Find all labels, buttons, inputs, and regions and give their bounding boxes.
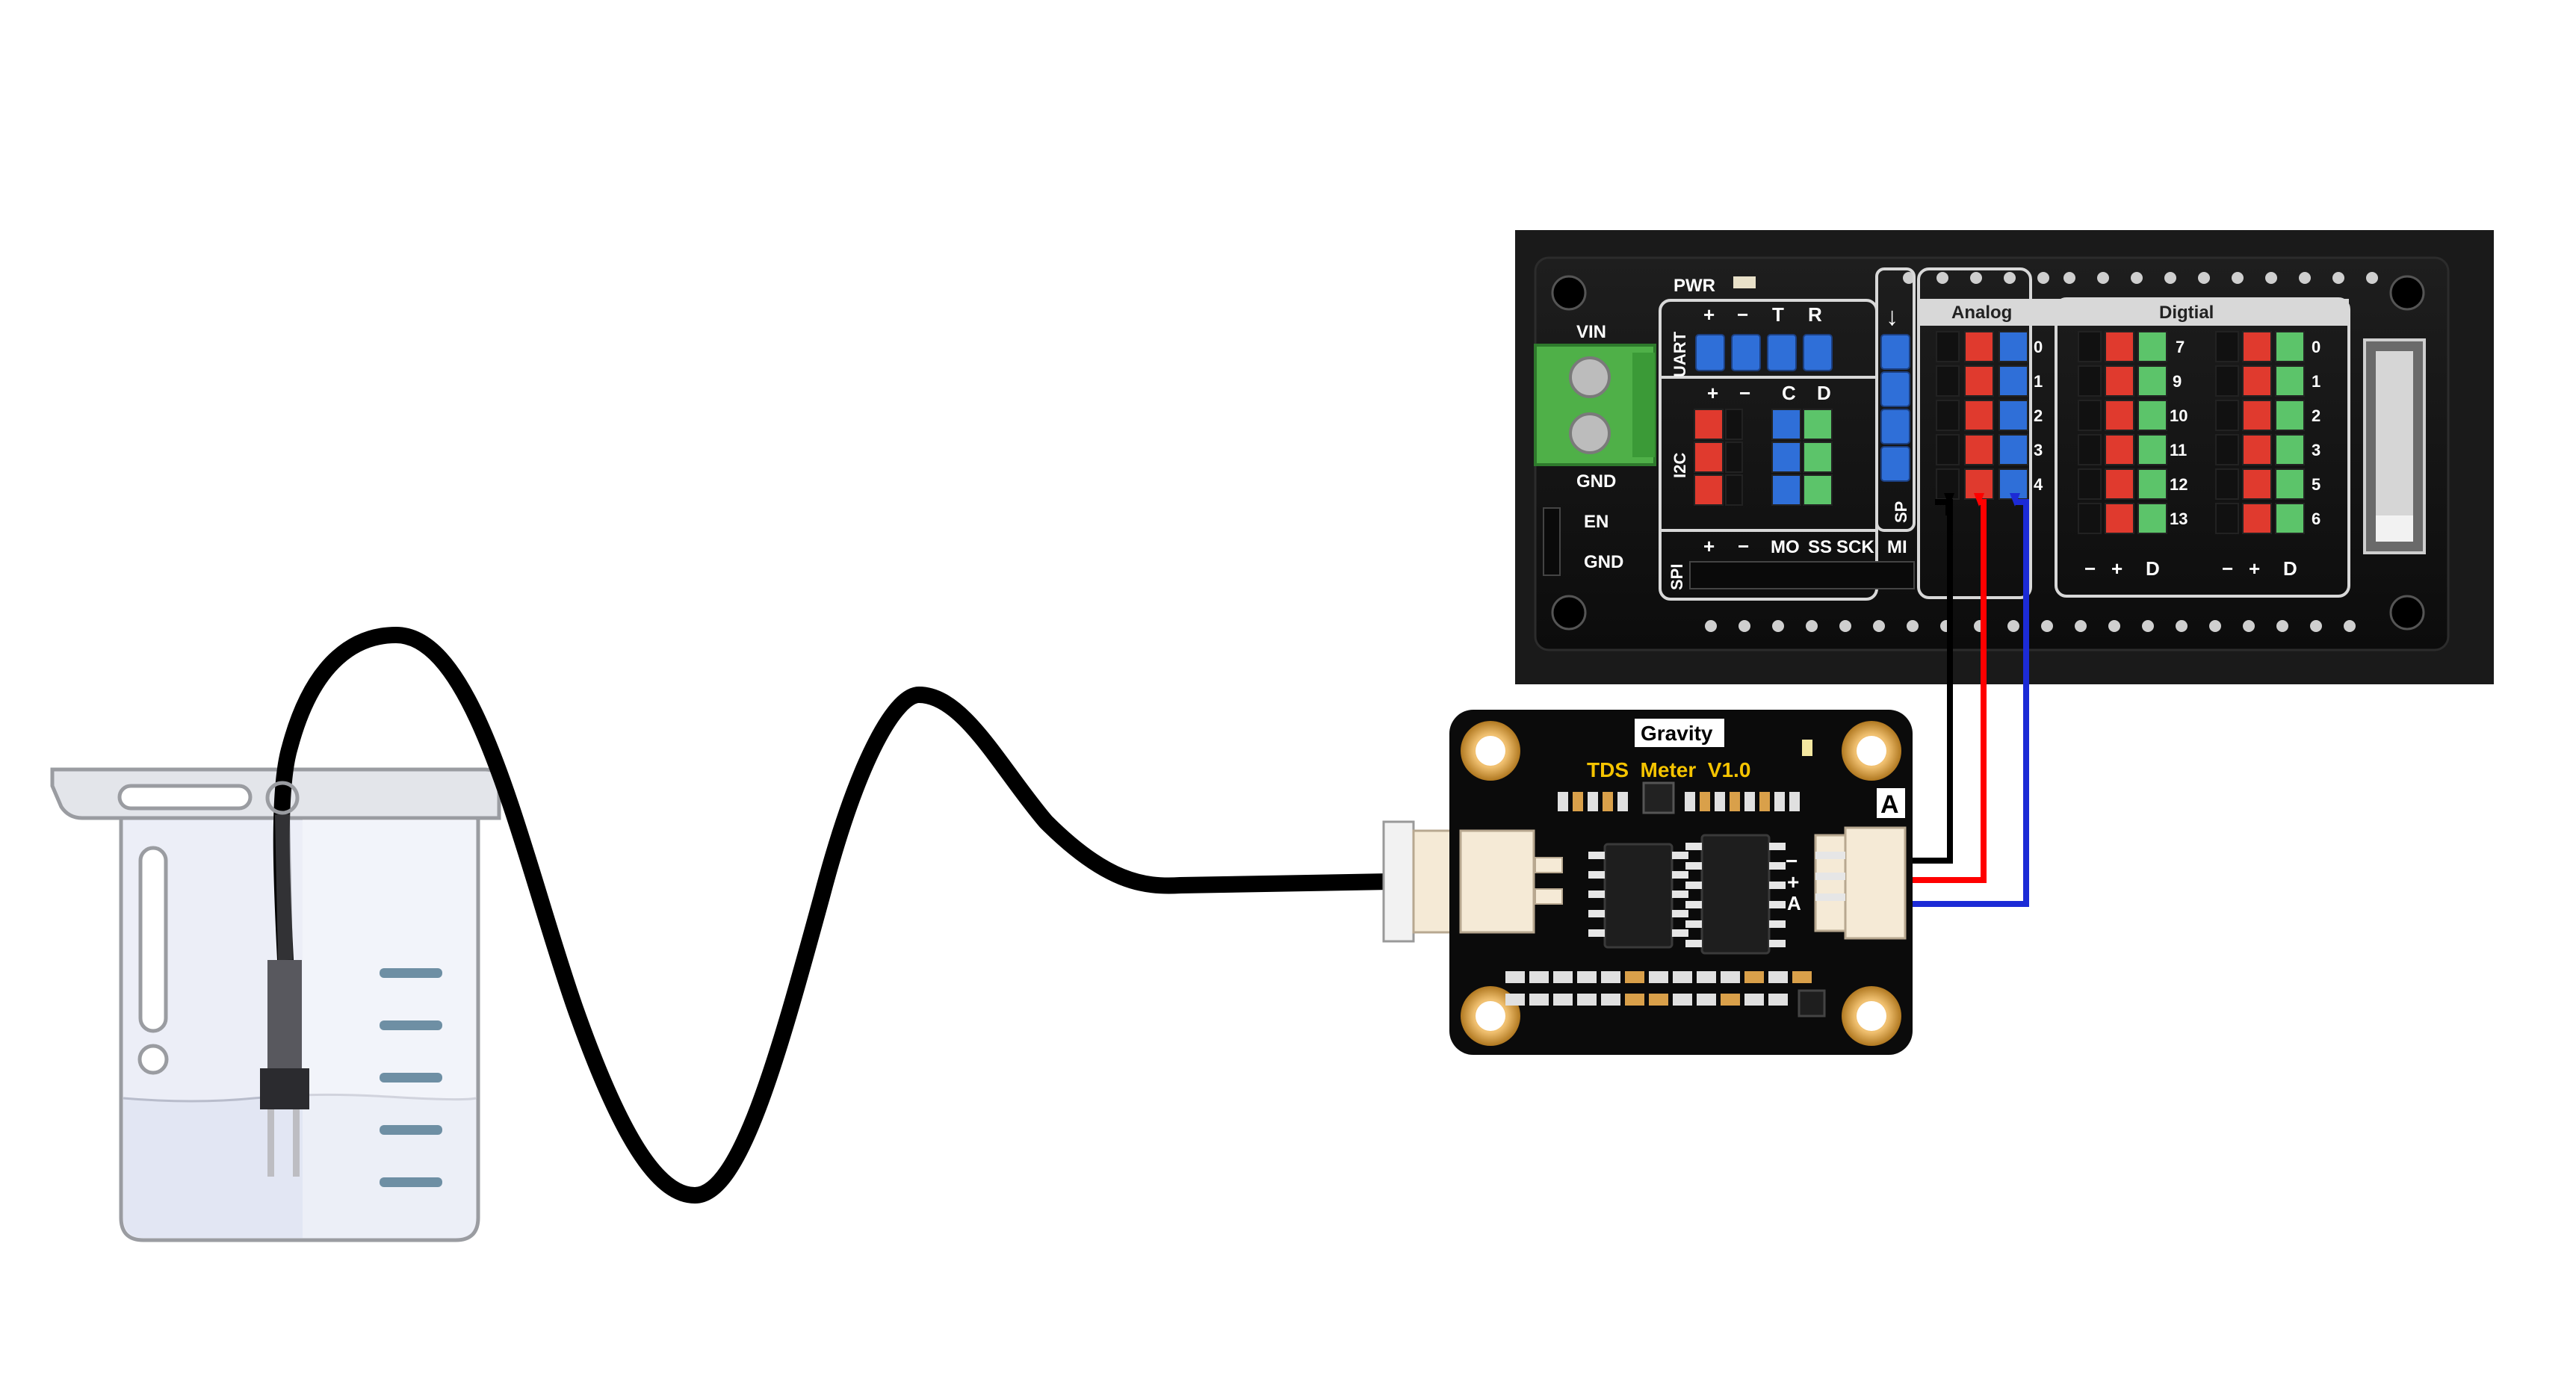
digital-bottom-right-2: D xyxy=(2283,557,2297,580)
analog-number-0: 0 xyxy=(2034,338,2043,356)
tds-title: TDS Meter V1.0 xyxy=(1587,758,1750,781)
gnd-label: GND xyxy=(1584,552,1623,572)
fpc-connector xyxy=(2363,338,2426,554)
digital-right-number-4: 5 xyxy=(2312,475,2320,494)
i2c-pin-label-2: C xyxy=(1782,382,1796,404)
tds-led xyxy=(1802,740,1812,756)
tds-brand: Gravity xyxy=(1641,722,1713,745)
arrow-label: ↓ xyxy=(1886,303,1898,331)
digital-right-number-3: 3 xyxy=(2312,441,2320,459)
en-label: EN xyxy=(1584,512,1609,532)
probe-cable xyxy=(273,626,1398,1204)
wires xyxy=(1905,499,2029,907)
pwr-label: PWR xyxy=(1674,276,1715,296)
analog-title: Analog xyxy=(1951,303,2012,323)
digital-bottom-left-1: + xyxy=(2111,557,2123,580)
spi-pin-label-1: − xyxy=(1738,535,1749,557)
spi-title: SPI xyxy=(1668,564,1686,590)
uart-pin-label-3: R xyxy=(1808,303,1822,326)
digital-bottom-right-1: + xyxy=(2249,557,2260,580)
uart-title: UART xyxy=(1671,331,1689,377)
analog-number-2: 2 xyxy=(2034,406,2043,425)
tds-ic-left xyxy=(1588,843,1688,949)
beaker-slot xyxy=(138,846,168,1033)
graduation-marks xyxy=(380,968,442,1187)
spi-header xyxy=(1689,561,1915,589)
tds-ic-right xyxy=(1685,834,1786,955)
i2c-pins xyxy=(1694,409,1833,506)
tds-pin-label-0: − xyxy=(1786,849,1798,873)
i2c-pin-label-1: − xyxy=(1739,382,1750,404)
uart-pin-label-2: T xyxy=(1772,303,1784,326)
tds-port-label: A xyxy=(1880,790,1899,819)
tds-module: Gravity TDS Meter V1.0 xyxy=(1382,710,1913,1055)
wire-black xyxy=(1905,499,1953,864)
digital-bottom-right-0: − xyxy=(2222,557,2233,580)
tds-output-connector xyxy=(1814,826,1907,940)
beaker-rim-slot xyxy=(117,784,253,811)
sp-label: SP xyxy=(1892,501,1910,523)
digital-bottom-left-0: − xyxy=(2084,557,2096,580)
digital-bottom-left-2: D xyxy=(2146,557,2160,580)
analog-number-1: 1 xyxy=(2034,372,2043,391)
digital-left-number-1: 9 xyxy=(2173,372,2182,391)
tds-pin-label-1: + xyxy=(1787,870,1799,893)
wire-blue xyxy=(1905,499,2029,907)
uart-pins xyxy=(1695,334,1833,371)
tds-smd-bottom xyxy=(1505,971,1826,1018)
board-mounting-holes xyxy=(1551,275,2425,631)
spi-pin-label-3: SS xyxy=(1808,537,1832,557)
expansion-board: VIN GND EN GND PWR UART I2C SPI + − T R … xyxy=(1515,230,2494,684)
i2c-title: I2C xyxy=(1671,453,1689,478)
uart-pin-label-0: + xyxy=(1703,303,1715,326)
tds-pin-label-2: A xyxy=(1787,892,1801,914)
i2c-pin-label-3: D xyxy=(1817,382,1831,404)
sp-pins xyxy=(1880,334,1910,482)
digital-left-number-0: 7 xyxy=(2176,338,2185,356)
digital-right-number-0: 0 xyxy=(2312,338,2320,356)
beaker-hole xyxy=(137,1044,169,1075)
digital-left-number-5: 13 xyxy=(2170,509,2188,528)
spi-pin-label-4: SCK xyxy=(1836,537,1874,557)
vin-label: VIN xyxy=(1576,322,1606,342)
wire-red xyxy=(1905,499,1987,883)
analog-pins xyxy=(1936,331,2028,500)
tds-probe xyxy=(260,960,309,1177)
digital-pins xyxy=(2078,331,2305,534)
probe-plug xyxy=(1382,820,1415,943)
spi-pin-label-0: + xyxy=(1703,535,1715,557)
tds-smd-top xyxy=(1558,781,1800,814)
top-pin-holes xyxy=(1903,272,2378,284)
digital-left-number-4: 12 xyxy=(2170,475,2188,494)
digital-title: Digtial xyxy=(2159,303,2214,323)
spi-pin-label-2: MO xyxy=(1771,537,1800,557)
digital-left-number-3: 11 xyxy=(2170,441,2187,459)
analog-number-3: 3 xyxy=(2034,441,2043,459)
digital-right-number-1: 1 xyxy=(2312,372,2320,391)
digital-right-number-5: 6 xyxy=(2312,509,2320,528)
spi-pin-label-5: MI xyxy=(1887,537,1907,557)
pwr-led xyxy=(1733,276,1756,288)
digital-right-number-2: 2 xyxy=(2312,406,2320,425)
i2c-pin-label-0: + xyxy=(1707,382,1718,404)
digital-left-number-2: 10 xyxy=(2170,406,2188,425)
uart-pin-label-1: − xyxy=(1737,303,1748,326)
analog-number-4: 4 xyxy=(2034,475,2043,494)
vin-gnd-label: GND xyxy=(1576,471,1616,492)
